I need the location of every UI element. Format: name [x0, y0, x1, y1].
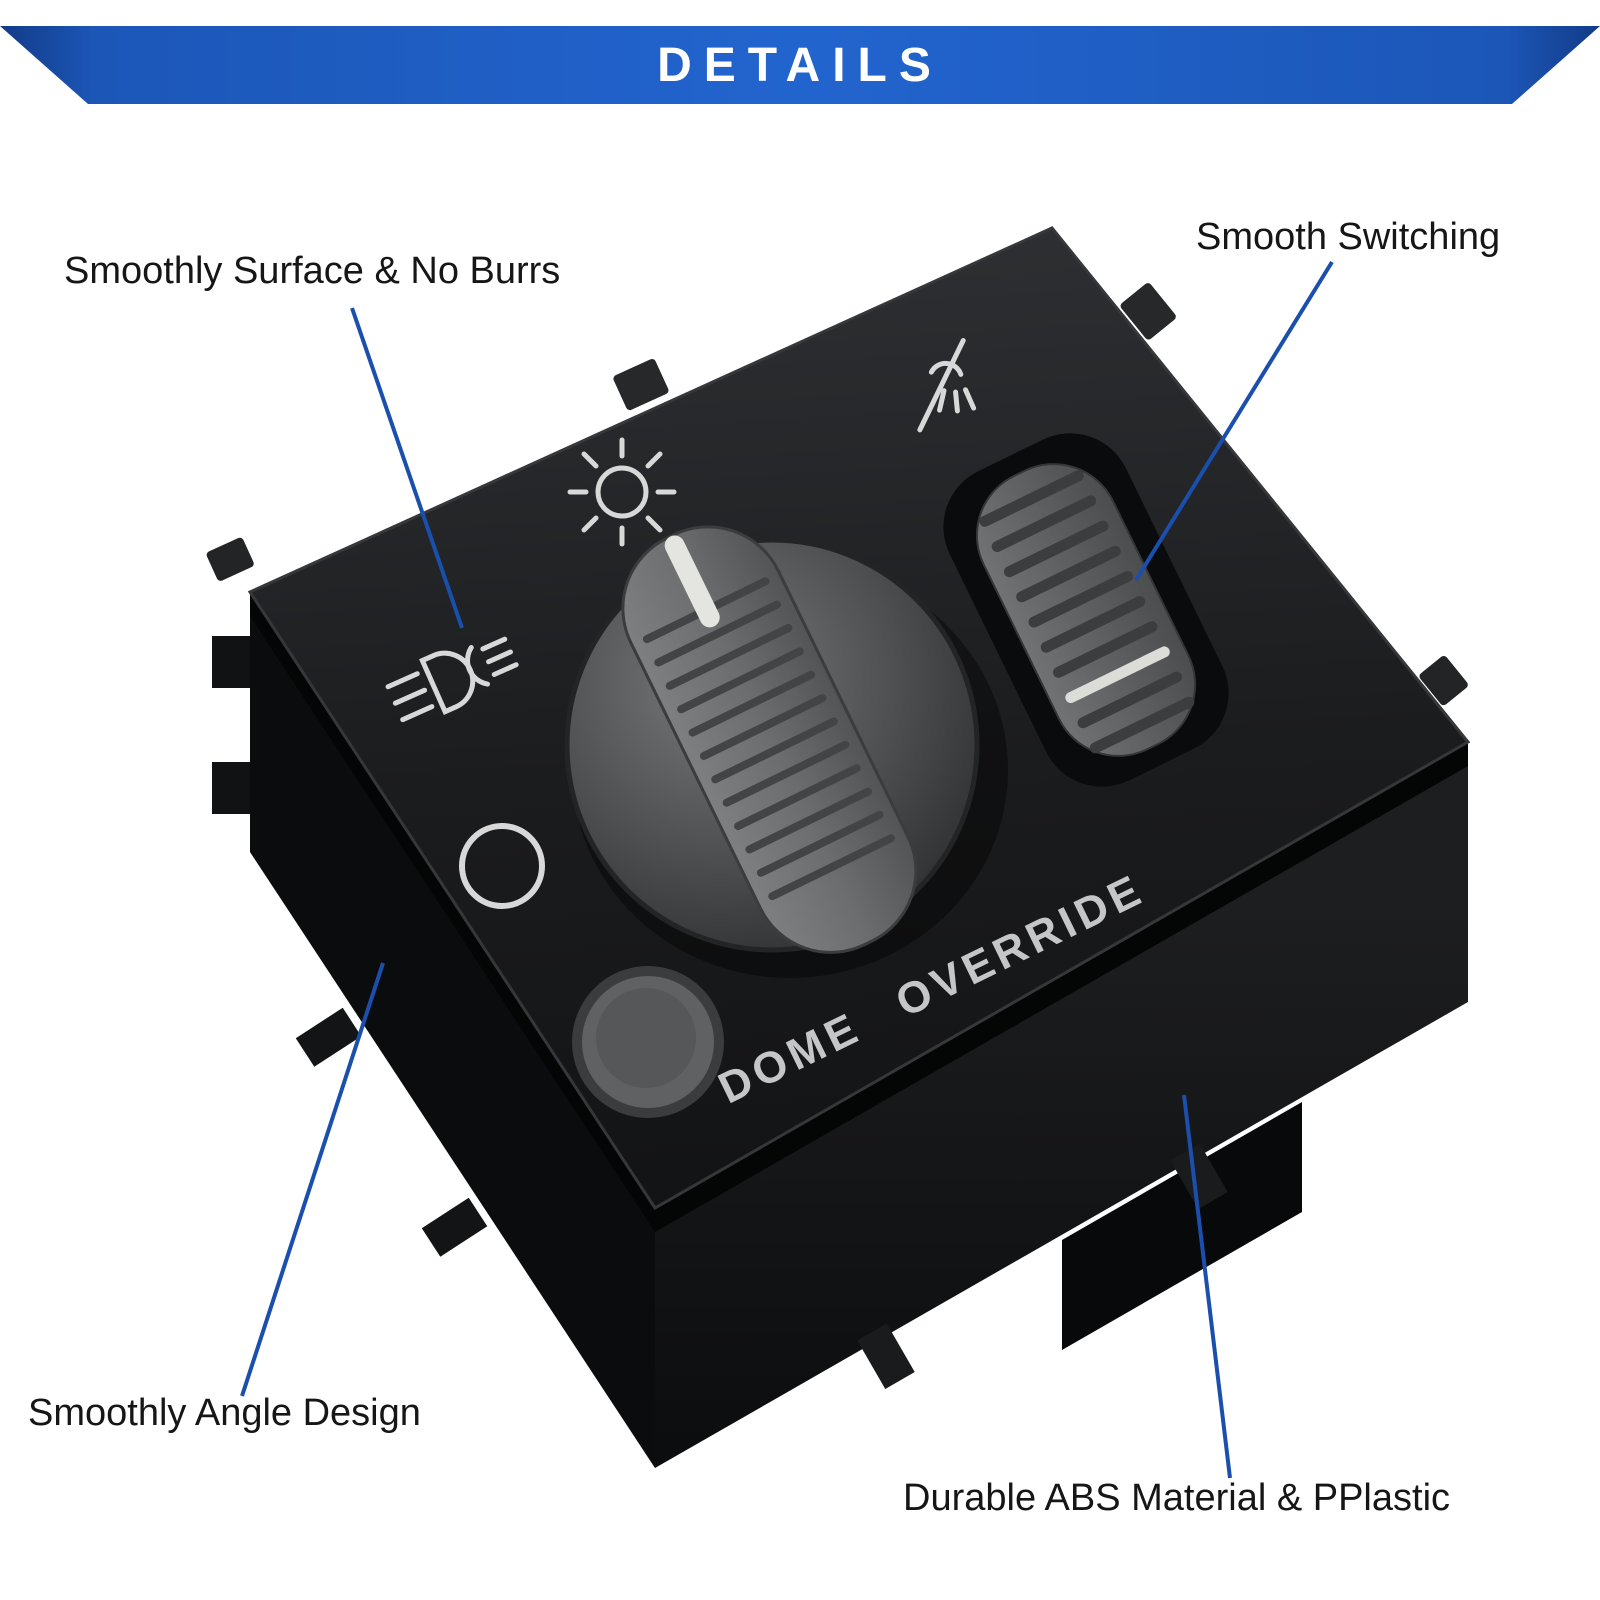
thumbwheel-indicator — [1065, 646, 1170, 704]
connector-foot — [1062, 1102, 1302, 1350]
panel-light-icon — [567, 437, 677, 547]
headlamp-icon — [385, 636, 519, 723]
dimmer-thumbwheel — [943, 433, 1229, 787]
callout-line-switching — [1134, 260, 1334, 582]
callout-angle: Smoothly Angle Design — [28, 1392, 421, 1434]
callout-surface: Smoothly Surface & No Burrs — [64, 250, 561, 292]
knob-indicator-stripe — [664, 535, 720, 628]
dome-light-icon — [917, 337, 977, 433]
callout-switching: Smooth Switching — [1196, 216, 1501, 258]
callout-material: Durable ABS Material & PPlastic — [903, 1477, 1451, 1519]
details-banner: DETAILS — [0, 26, 1600, 104]
callout-line-angle — [240, 962, 385, 1397]
faceplate-edge — [250, 592, 1468, 1232]
callout-line-surface — [350, 307, 464, 629]
callout-line-material — [1182, 1094, 1232, 1479]
dome-override-button — [572, 966, 724, 1118]
switch-body — [212, 592, 1468, 1468]
knob-grip — [621, 525, 918, 954]
banner-title: DETAILS — [657, 38, 943, 92]
off-position-icon — [459, 823, 545, 909]
rotary-knob — [564, 525, 1008, 978]
